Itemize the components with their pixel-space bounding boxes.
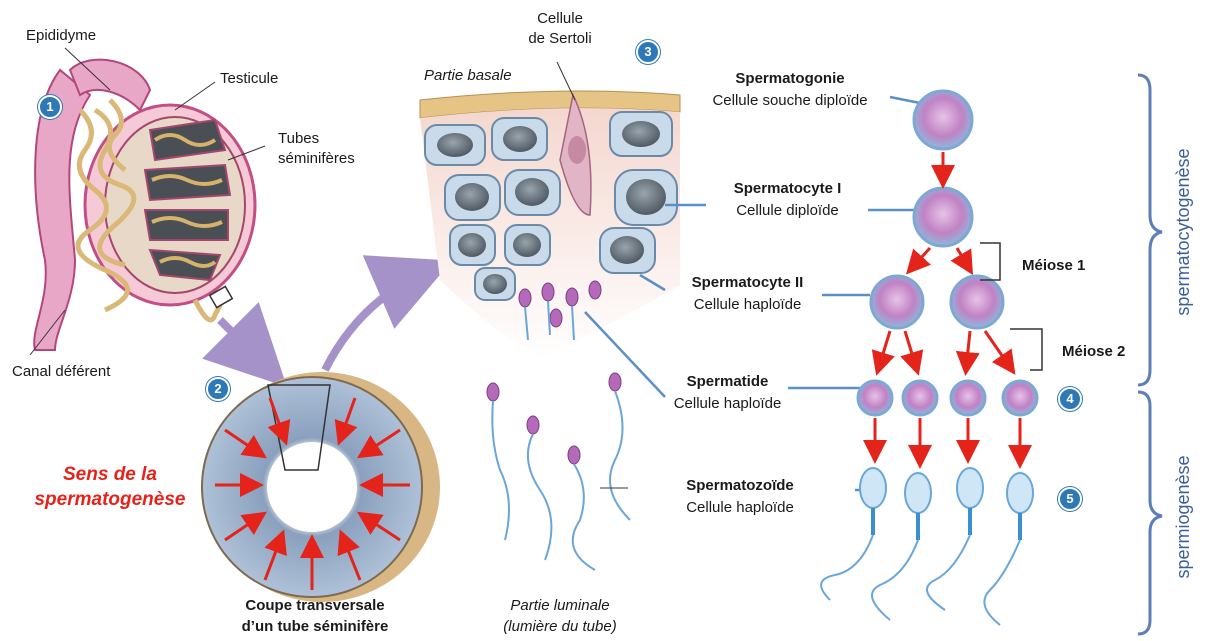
cell-lineage: [821, 91, 1037, 625]
phase-braces: [1138, 75, 1162, 634]
label-sertoli-line2: de Sertoli: [505, 30, 615, 48]
arrow-section-to-detail: [325, 270, 430, 370]
caption-coupe-line2: d’un tube séminifère: [200, 618, 430, 636]
step-3-badge: 3: [636, 40, 660, 64]
label-meiose-1: Méiose 1: [1022, 257, 1085, 275]
tissue-detail-illustration: [420, 91, 680, 570]
label-testicule: Testicule: [220, 70, 278, 88]
step-1-badge: 1: [38, 95, 62, 119]
step-2-badge: 2: [206, 377, 230, 401]
label-spermatocyte-1: Spermatocyte I: [710, 180, 865, 198]
label-sens-line1: Sens de la: [20, 463, 200, 486]
label-spermatogonie-sub: Cellule souche diploïde: [690, 92, 890, 110]
label-epididyme: Epididyme: [26, 27, 96, 45]
label-spermatozoide: Spermatozoïde: [670, 477, 810, 495]
label-luminale-line1: Partie luminale: [480, 597, 640, 615]
label-spermatocyte-2-sub: Cellule haploïde: [670, 296, 825, 314]
label-spermatide-sub: Cellule haploïde: [665, 395, 790, 413]
label-spermatozoide-sub: Cellule haploïde: [670, 499, 810, 517]
caption-coupe-line1: Coupe transversale: [200, 597, 430, 615]
label-spermatocyte-1-sub: Cellule diploïde: [710, 202, 865, 220]
label-partie-basale: Partie basale: [424, 67, 512, 85]
label-meiose-2: Méiose 2: [1062, 343, 1125, 361]
label-tubes-line1: Tubes: [278, 130, 319, 148]
step-4-badge: 4: [1058, 387, 1082, 411]
testis-illustration: [34, 60, 255, 350]
label-tubes-line2: séminifères: [278, 150, 355, 168]
label-luminale-line2: (lumière du tube): [480, 618, 640, 636]
label-spermatogonie: Spermatogonie: [690, 70, 890, 88]
label-sens-line2: spermatogenèse: [10, 488, 210, 511]
label-spermiogenese: spermiogenèse: [1173, 447, 1197, 587]
label-spermatocytogenese: spermatocytogenèse: [1173, 147, 1197, 317]
arrow-testis-to-section: [220, 320, 270, 370]
cross-section-illustration: [202, 372, 440, 602]
label-spermatide: Spermatide: [665, 373, 790, 391]
label-spermatocyte-2: Spermatocyte II: [670, 274, 825, 292]
label-canal-deferent: Canal déférent: [12, 363, 110, 381]
label-sertoli-line1: Cellule: [505, 10, 615, 28]
step-5-badge: 5: [1058, 487, 1082, 511]
